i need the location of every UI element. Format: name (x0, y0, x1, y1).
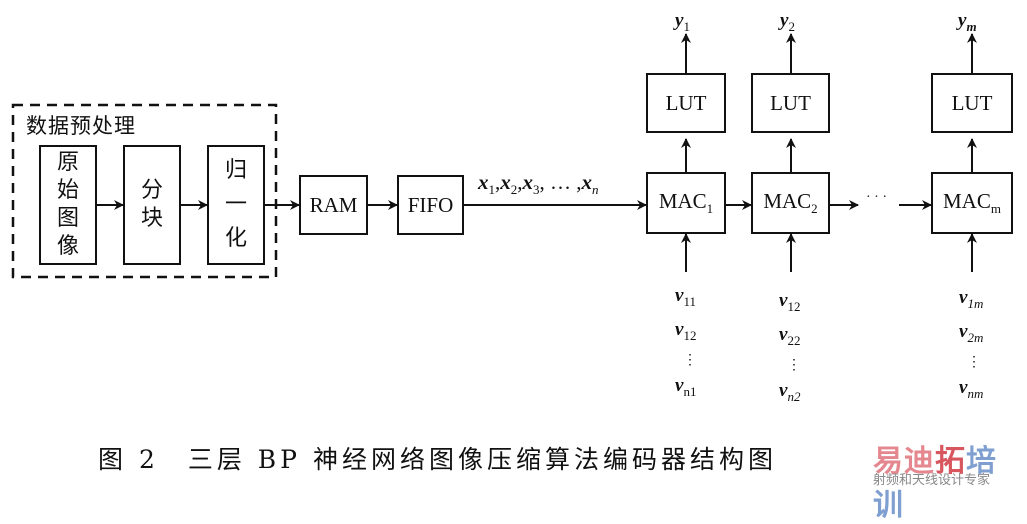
chain-ellipsis: · · · (866, 190, 887, 205)
blocking-label: 分块 (140, 178, 163, 231)
original-image-block: 原始图像 (39, 145, 97, 265)
input-sequence-label: x1,x2,x3, … ,xn (478, 170, 599, 198)
output-ym: ym (958, 10, 977, 34)
output-y2: y2 (780, 10, 795, 34)
watermark-part-1: 易迪 (873, 444, 935, 479)
lut-block-1: LUT (646, 73, 726, 133)
normalize-block: 归一化 (207, 145, 265, 265)
preprocess-title: 数据预处理 (26, 114, 136, 138)
preprocess-dashed-frame (11, 103, 278, 279)
mac-block-1: MAC1 (646, 172, 726, 234)
fifo-label: FIFO (407, 192, 454, 217)
original-image-label: 原始图像 (56, 150, 79, 259)
lut-block-m: LUT (931, 73, 1013, 133)
weights-col-1: v11 v12 ⋮ vn1 (675, 285, 697, 399)
figure-caption: 图 2 三层 BP 神经网络图像压缩算法编码器结构图 (98, 445, 777, 474)
output-y1: y1 (675, 10, 690, 34)
mac-block-m: MACm (931, 172, 1013, 234)
ram-block: RAM (299, 175, 368, 235)
watermark-tagline: 射频和天线设计专家 (873, 473, 991, 488)
connector-lines (11, 33, 977, 279)
lut-block-2: LUT (751, 73, 830, 133)
ram-label: RAM (309, 192, 358, 217)
blocking-block: 分块 (123, 145, 181, 265)
weights-col-m: v1m v2m ⋮ vnm (959, 287, 984, 401)
watermark-part-2: 拓 (935, 444, 966, 479)
normalize-label: 归一化 (224, 158, 247, 251)
mac-block-2: MAC2 (751, 172, 830, 234)
fifo-block: FIFO (397, 175, 464, 235)
weights-col-2: v12 v22 ⋮ vn2 (779, 290, 801, 404)
